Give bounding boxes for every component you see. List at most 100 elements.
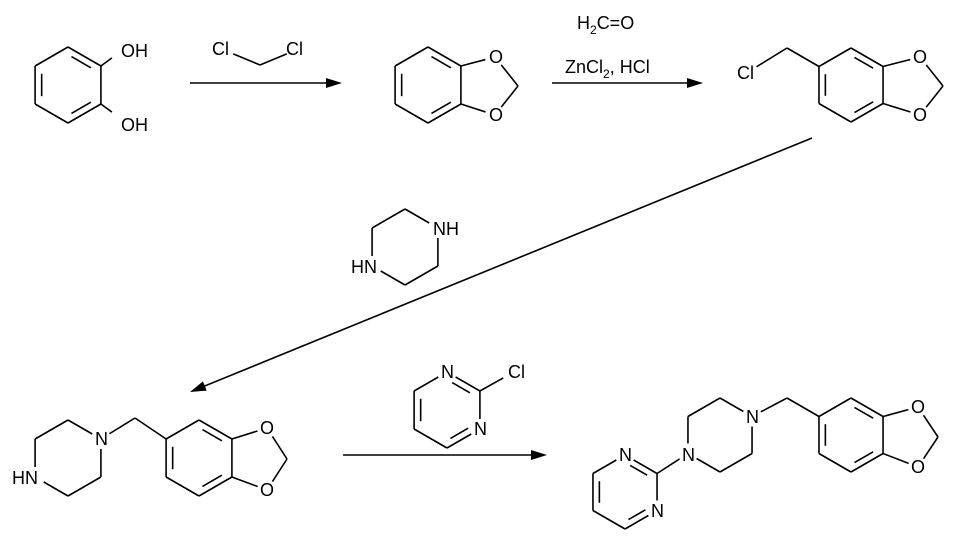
bond <box>404 208 430 224</box>
double-bond <box>854 451 874 464</box>
bond <box>231 476 258 488</box>
bond <box>67 103 102 124</box>
bond <box>850 452 884 473</box>
bond <box>43 481 69 497</box>
arrow-step-3 <box>200 137 813 389</box>
double-bond <box>451 381 471 394</box>
bond <box>34 46 69 67</box>
bond <box>818 397 852 418</box>
catechol-oh-bottom: OH <box>121 115 148 135</box>
bond <box>882 408 909 418</box>
bond <box>460 103 486 113</box>
bond <box>719 452 753 473</box>
double-bond <box>431 101 452 115</box>
bond <box>696 457 721 473</box>
double-bond <box>629 464 648 476</box>
bond <box>922 436 939 460</box>
bond <box>592 509 626 530</box>
double-bond <box>71 101 92 115</box>
bond <box>34 103 69 124</box>
bond <box>455 376 481 392</box>
bond <box>259 53 288 66</box>
bond <box>760 397 788 413</box>
bond <box>413 376 439 392</box>
bond <box>198 419 233 440</box>
bond <box>34 419 69 440</box>
bond <box>479 377 504 392</box>
double-bond <box>854 406 874 419</box>
double-bond <box>854 56 874 69</box>
dcm-cl-right: Cl <box>286 39 303 59</box>
bond <box>882 58 911 68</box>
double-bond <box>854 101 874 114</box>
product-pyrimidine-n-top: N <box>619 445 632 465</box>
reagent-formaldehyde: H2C=O <box>577 13 634 37</box>
bond <box>427 103 462 124</box>
bond <box>413 428 448 449</box>
intermediate-o-top: O <box>260 418 274 438</box>
bond <box>818 102 852 123</box>
bond <box>404 265 439 286</box>
bond <box>786 47 820 68</box>
bond <box>427 46 462 67</box>
arrowhead-icon <box>190 381 207 392</box>
double-bond <box>71 55 92 69</box>
bond <box>818 47 852 68</box>
chloromethyl-o-top: O <box>913 47 927 67</box>
bond <box>786 397 820 418</box>
product-pyrimidine-n-bottom: N <box>651 501 664 521</box>
bond <box>198 476 233 497</box>
chloromethyl-o-bottom: O <box>913 105 927 125</box>
intermediate-o-bottom: O <box>260 480 274 500</box>
bond <box>719 397 744 413</box>
bond <box>109 417 136 435</box>
bond <box>271 435 288 460</box>
product-o-bottom: O <box>911 457 925 477</box>
benzodioxole-o-bottom: O <box>489 105 503 125</box>
double-bond <box>431 55 452 69</box>
bond <box>134 417 167 440</box>
benzodioxole-o-top: O <box>489 47 503 67</box>
bond <box>271 458 288 483</box>
bond <box>100 57 113 67</box>
reagent-zncl2-hcl: ZnCl2, HCl <box>565 57 650 81</box>
bond <box>394 46 429 67</box>
atom-labels: OH OH Cl Cl O O H2C=O ZnCl2, HCl Cl O O … <box>12 13 927 521</box>
bond <box>67 476 102 497</box>
double-bond <box>202 428 223 442</box>
bond <box>624 514 649 530</box>
arrowhead-icon <box>687 78 703 88</box>
intermediate-hn: HN <box>12 468 38 488</box>
bond <box>500 64 519 87</box>
bonds <box>34 46 944 530</box>
product-o-top: O <box>911 397 925 417</box>
intermediate-n: N <box>95 429 108 449</box>
bond <box>656 458 680 475</box>
bond <box>850 47 884 68</box>
piperazine-hn: HN <box>351 257 377 277</box>
bond <box>925 64 944 87</box>
product-piperazine-n-left: N <box>682 445 695 465</box>
bond <box>394 103 429 124</box>
chloropyrimidine-n-bottom: N <box>474 419 487 439</box>
reaction-arrows <box>190 78 813 460</box>
dcm-cl-left: Cl <box>212 39 229 59</box>
bond <box>850 102 884 123</box>
chloropyrimidine-n-top: N <box>441 362 454 382</box>
bond <box>850 397 884 418</box>
bond <box>380 270 406 286</box>
bond <box>592 459 617 475</box>
bond <box>818 452 852 473</box>
bond <box>687 397 721 418</box>
piperazine-nh: NH <box>433 219 459 239</box>
bond <box>922 414 939 438</box>
bond <box>882 102 911 113</box>
bond <box>371 208 406 229</box>
arrowhead-icon <box>531 450 547 460</box>
bond <box>460 58 486 67</box>
bond <box>100 103 113 113</box>
bond <box>925 85 944 108</box>
bond <box>446 433 472 449</box>
bond <box>165 476 200 497</box>
